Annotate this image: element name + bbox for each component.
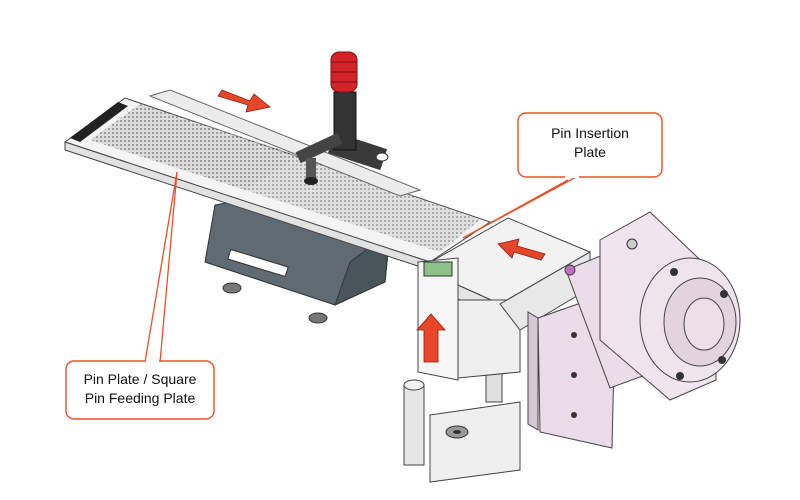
callout-box-insertion — [517, 112, 663, 178]
callout-pointer-insertion — [462, 175, 579, 239]
callout-pin-plate-line2: Pin Feeding Plate — [84, 390, 196, 406]
pin-plate — [63, 89, 492, 271]
callout-label-pin-plate: Pin Plate / Square Pin Feeding Plate — [66, 370, 214, 408]
callout-pointer-pin-plate — [144, 171, 178, 363]
callout-insertion-line1: Pin Insertion — [551, 125, 629, 141]
callout-label-insertion: Pin Insertion Plate — [518, 124, 662, 162]
pneumatic-cylinder — [564, 211, 741, 401]
red-handle — [330, 51, 358, 93]
arrow-left-insertion — [497, 238, 546, 261]
callout-box-pin-plate — [65, 360, 215, 420]
arrow-up-insertion — [416, 313, 446, 363]
callout-insertion-line2: Plate — [574, 144, 606, 160]
arrow-right-top — [217, 89, 271, 113]
toggle-clamp — [295, 51, 389, 185]
callout-pin-plate-line1: Pin Plate / Square — [83, 371, 197, 387]
